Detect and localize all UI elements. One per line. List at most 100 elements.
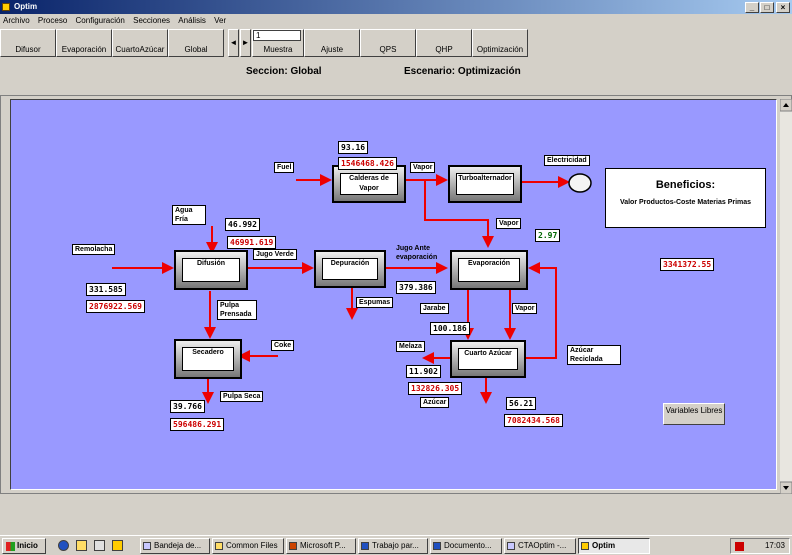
close-button[interactable]: × [776,2,790,13]
task-microsoft-p[interactable]: Microsoft P... [286,538,356,554]
tab-evaporacion[interactable]: Evaporación [56,29,112,57]
value-jugo-ante: 379.386 [396,281,436,294]
folder-icon [215,542,223,550]
process-cuarto-azucar[interactable]: Cuarto Azúcar [450,340,526,378]
process-difusion[interactable]: Difusión [174,250,248,290]
task-common-files[interactable]: Common Files [212,538,284,554]
label-azucar: Azúcar [420,397,450,408]
prev-sample-button[interactable]: ◄ [228,29,239,57]
label-vapor-2: Vapor [496,218,522,229]
next-sample-button[interactable]: ► [240,29,251,57]
process-secadero[interactable]: Secadero [174,339,242,379]
label-vapor-3: Vapor [512,303,538,314]
label-electricidad: Electricidad [544,155,590,166]
depuracion-label: Depuración [322,258,378,280]
minimize-button[interactable]: _ [745,2,759,13]
label-pulpa-seca: Pulpa Seca [220,391,264,402]
value-remolacha-cost: 2876922.569 [86,300,145,313]
menu-configuracion[interactable]: Configuración [75,16,125,25]
acrobat-tray-icon[interactable] [735,542,744,551]
process-turboalternador[interactable]: Turboalternador [448,165,522,203]
label-remolacha: Remolacha [72,244,116,255]
word-icon [433,542,441,550]
difusion-label: Difusión [182,258,240,282]
menu-analisis[interactable]: Análisis [178,16,206,25]
value-pulpa-seca-cost: 596486.291 [170,418,225,431]
maximize-button[interactable]: □ [760,2,774,13]
cuarto-label: Cuarto Azúcar [458,348,518,370]
value-turbo: 2.97 [535,229,561,242]
media-icon[interactable] [112,540,123,551]
tab-difusor[interactable]: Difusor [0,29,56,57]
label-azucar-reciclada: Azúcar Reciclada [567,345,621,365]
inbox-icon [143,542,151,550]
value-azucar-cost: 7082434.568 [504,414,563,427]
value-remolacha: 331.585 [86,283,126,296]
app-icon [581,542,589,550]
start-button[interactable]: Inicio [2,538,46,554]
value-beneficios: 3341372.55 [660,258,715,271]
label-jarabe: Jarabe [420,303,449,314]
task-documento[interactable]: Documento... [430,538,502,554]
beneficios-box: Beneficios: Valor Productos-Coste Materi… [605,168,766,228]
menu-secciones[interactable]: Secciones [133,16,171,25]
value-melaza: 11.902 [406,365,441,378]
task-trabajo[interactable]: Trabajo par... [358,538,428,554]
label-coke: Coke [271,340,295,351]
ie-icon[interactable] [58,540,69,551]
value-agua-fria: 46.992 [225,218,260,231]
label-fuel: Fuel [274,162,295,173]
section-heading: Seccion: Global [246,66,322,77]
outlook-icon[interactable] [76,540,87,551]
task-optim[interactable]: Optim [578,538,650,554]
value-melaza-cost: 132826.305 [408,382,463,395]
calderas-label: Calderas de Vapor [340,173,398,195]
tab-ajuste[interactable]: Ajuste [304,29,360,57]
value-calderas-cost: 1546468.426 [338,157,397,170]
value-azucar: 56.21 [506,397,537,410]
app-icon [2,3,10,11]
tab-qhp[interactable]: QHP [416,29,472,57]
sample-number-input[interactable]: 1 [253,30,301,41]
menu-bar: Archivo Proceso Configuración Secciones … [0,14,792,28]
label-espumas: Espumas [356,297,394,308]
value-jarabe: 100.186 [430,322,470,335]
process-calderas[interactable]: Calderas de Vapor [332,165,406,203]
scenario-heading: Escenario: Optimización [404,66,521,77]
window-title-bar: Optim [0,0,792,14]
beneficios-title: Beneficios: [655,179,716,191]
label-agua-fria: Agua Fría [172,205,206,225]
electricity-node [568,173,592,193]
tab-optimizacion[interactable]: Optimización [472,29,528,57]
variables-libres-button[interactable]: Variables Libres [663,403,725,425]
powerpoint-icon [289,542,297,550]
menu-ver[interactable]: Ver [214,16,227,25]
process-depuracion[interactable]: Depuración [314,250,386,288]
clock: 17:03 [764,541,785,550]
scrollbar-vertical[interactable] [779,98,792,495]
label-vapor-1: Vapor [410,162,436,173]
windows-flag-icon [6,542,15,551]
label-jugo-ante: Jugo Ante evaporación [396,245,438,261]
app-icon [507,542,515,550]
tab-global[interactable]: Global [168,29,224,57]
menu-archivo[interactable]: Archivo [3,16,30,25]
process-evaporacion[interactable]: Evaporación [450,250,528,290]
task-bandeja[interactable]: Bandeja de... [140,538,210,554]
start-label: Inicio [17,541,38,550]
value-pulpa-seca: 39.766 [170,400,205,413]
section-toolbar: Difusor Evaporación CuartoAzúcar Global … [0,29,792,57]
label-melaza: Melaza [396,341,425,352]
task-ctaoptim[interactable]: CTAOptim -... [504,538,576,554]
menu-proceso[interactable]: Proceso [37,16,68,25]
beneficios-subtitle: Valor Productos-Coste Materias Primas [619,199,752,206]
value-agua-fria-cost: 46991.619 [227,236,277,249]
window-title: Optim [14,2,38,11]
desktop-icon[interactable] [94,540,105,551]
label-pulpa-prensada: Pulpa Prensada [217,300,257,320]
tab-cuartoazucar[interactable]: CuartoAzúcar [112,29,168,57]
value-calderas: 93.16 [338,141,369,154]
tab-qps[interactable]: QPS [360,29,416,57]
label-jugo-verde: Jugo Verde [253,249,297,260]
